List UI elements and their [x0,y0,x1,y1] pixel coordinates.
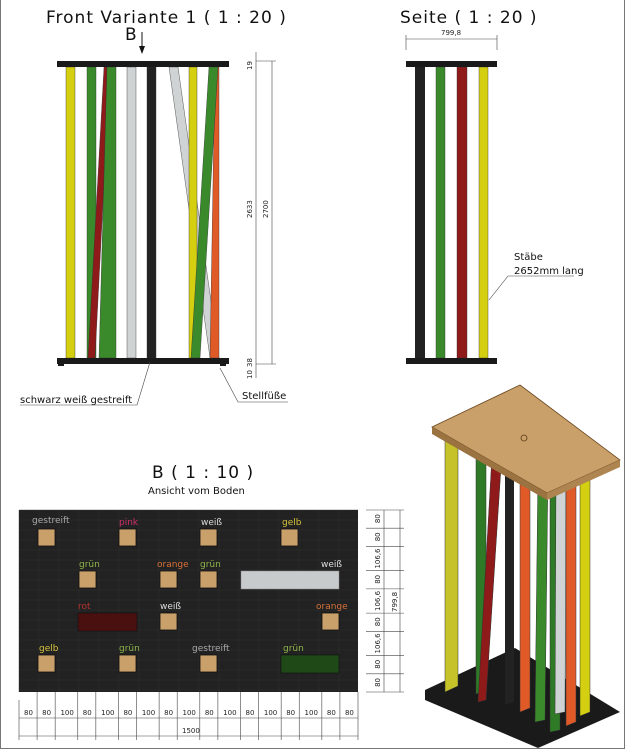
bar-green-group [280,654,340,674]
foot-pad [280,528,299,547]
callout-rods-line2: 2652mm lang [514,266,584,277]
width-dim-segment: 100 [264,709,277,717]
depth-dim-segment: 80 [374,575,382,584]
bar-black-striped [146,66,157,359]
side-bottom-board [406,358,497,364]
bottom-subtitle: Ansicht vom Boden [148,486,245,497]
width-dim-segment: 80 [83,709,92,717]
foot-right [220,364,226,366]
foot-pad [118,528,137,547]
front-title: Front Variante 1 ( 1 : 20 ) [46,8,287,28]
width-dim-segment: 100 [183,709,196,717]
bar-white-group [240,570,340,590]
total-width-dim: 1500 [182,727,200,735]
iso-center-hole [520,434,528,442]
foot-pad [199,528,218,547]
width-dim-segment: 80 [246,709,255,717]
bar-color-label: weiß [201,518,222,528]
side-bar-yellow [478,66,489,359]
foot-pad [199,570,218,589]
bar-color-label: pink [119,518,139,528]
width-dim-segment: 80 [42,709,51,717]
callout-feet: Stellfüße [242,391,286,402]
depth-dim-segment: 106,6 [374,633,382,654]
foot-pad [78,570,97,589]
foot-pad [321,612,340,631]
bar-color-label: grün [119,644,140,654]
total-depth-dim: 799,8 [391,592,399,612]
foot-pad [118,654,137,673]
foot-pad [159,612,178,631]
bar-color-label: weiß [160,602,181,612]
width-dim-segment: 80 [327,709,336,717]
side-bar-black [415,67,425,358]
bar-gray [126,66,137,359]
bottom-title: B ( 1 : 10 ) [152,463,254,483]
bottom-view: B ( 1 : 10 ) Ansicht vom Boden gestreift… [18,463,404,740]
bar-color-label: grün [79,560,100,570]
width-dim-segment: 80 [24,709,33,717]
foot-pad [37,654,56,673]
bar-color-label: gestreift [32,516,70,526]
side-view: Seite ( 1 : 20 ) 799,8 Stäbe 2652mm lang [400,8,584,364]
top-board [57,61,229,67]
side-width-dim: 799,8 [441,29,461,37]
front-view: Front Variante 1 ( 1 : 20 ) B 2633 2700 … [20,8,288,406]
width-dim-segment: 80 [345,709,354,717]
width-dim-segment: 100 [142,709,155,717]
width-dim-segment: 100 [101,709,114,717]
dim-top: 19 [246,61,254,70]
dim-bottom-b: 10 [246,370,254,379]
width-dim-segment: 100 [223,709,236,717]
dim-total: 2700 [262,200,270,218]
callout-striped: schwarz weiß gestreift [20,395,132,406]
bar-color-label: gestreift [192,644,230,654]
width-dim-segment: 100 [305,709,318,717]
foot-pad [199,654,218,673]
side-bar-green [435,66,446,359]
foot-pad [37,528,56,547]
depth-dim-segment: 80 [374,532,382,541]
width-dim-segment: 80 [205,709,214,717]
dim-bottom-a: 38 [246,358,254,367]
bar-color-label: orange [157,560,189,570]
bar-color-label: orange [316,602,348,612]
bar-color-label: gelb [39,644,59,654]
foot-left [58,364,64,366]
depth-dim-segment: 80 [374,514,382,523]
foot-pad [159,570,178,589]
bar-color-label: weiß [321,560,342,570]
width-dim-segment: 80 [286,709,295,717]
bar-color-label: grün [283,644,304,654]
side-bar-red [456,66,468,359]
isometric-view [425,384,621,748]
side-top-board [406,61,497,67]
width-dim-segment: 80 [123,709,132,717]
dim-inner: 2633 [246,200,254,218]
bar-color-label: grün [200,560,221,570]
width-dim-segment: 80 [164,709,173,717]
depth-dim-segment: 80 [374,617,382,626]
bar-red-group [77,612,138,632]
depth-dim-segment: 106,6 [374,548,382,569]
section-arrow-icon [139,32,145,54]
width-dim-segment: 100 [60,709,73,717]
depth-dim-segment: 106,6 [374,590,382,611]
bottom-board [57,358,229,364]
bar-color-label: gelb [282,518,302,528]
depth-dim-segment: 80 [374,660,382,669]
section-arrow-label: B [125,25,138,45]
bar-yellow [65,66,76,359]
bar-color-label: rot [78,602,91,612]
callout-rods-line1: Stäbe [514,252,543,263]
depth-dim-segment: 80 [374,678,382,687]
side-title: Seite ( 1 : 20 ) [400,8,538,28]
